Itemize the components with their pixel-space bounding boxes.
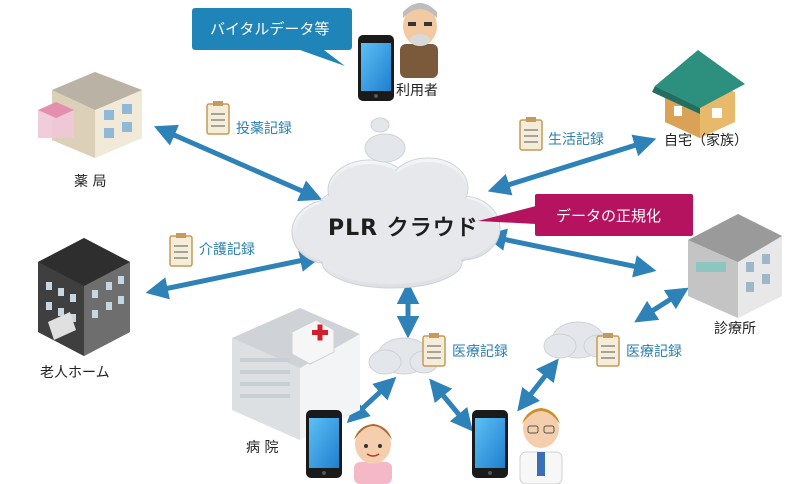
plr-cloud-fill (296, 162, 496, 284)
arrow-clinic (483, 228, 657, 278)
arrow-home (487, 134, 657, 196)
callout-normalize (478, 194, 693, 236)
cloud-title: PLR クラウド (328, 216, 479, 241)
arrow-clinic-cloud (634, 287, 689, 323)
clipboard-icon-medication (206, 101, 230, 135)
label-pharmacy: 薬 局 (74, 174, 107, 190)
label-hospital: 病 院 (246, 440, 279, 456)
clinic-building (688, 214, 782, 318)
elder-avatar (400, 3, 438, 78)
doctor-avatar (519, 408, 563, 484)
record-medical-right: 医療記録 (626, 344, 682, 360)
label-home: 自宅（家族） (664, 133, 748, 149)
small-cloud-center (368, 337, 439, 375)
record-medication: 投薬記録 (236, 121, 292, 137)
clipboard-icon-medical-center (422, 333, 446, 367)
clipboard-icon-medical-right (596, 333, 620, 367)
hospital-building (232, 308, 360, 440)
nurse-avatar (354, 424, 392, 484)
record-life: 生活記録 (548, 132, 604, 148)
label-user: 利用者 (396, 83, 438, 99)
hospital-phone (306, 410, 342, 478)
arrow-nursing (145, 249, 323, 300)
record-medical-center: 医療記録 (452, 344, 508, 360)
record-care: 介護記録 (199, 242, 255, 258)
thought-bubbles (364, 117, 406, 163)
arrow-pharmacy (153, 124, 323, 202)
clipboard-icon-care (169, 233, 193, 267)
nursing-home-building (38, 238, 130, 356)
arrow-hospital-phone (346, 376, 397, 424)
arrow-center-phone (429, 378, 473, 432)
callout-normalize-text: データの正規化 (556, 207, 662, 225)
arrow-doctor-cloud (517, 358, 559, 412)
clipboard-icon-life (519, 117, 543, 151)
callout-vital-text: バイタルデータ等 (210, 20, 330, 38)
label-nursing: 老人ホーム (40, 365, 110, 381)
user-phone (358, 35, 394, 101)
home-house (652, 50, 745, 138)
doctor-phone (472, 410, 508, 478)
label-clinic: 診療所 (714, 321, 756, 337)
pharmacy-building (38, 72, 142, 158)
callout-vital (192, 8, 352, 66)
connection-arrows (145, 124, 689, 432)
